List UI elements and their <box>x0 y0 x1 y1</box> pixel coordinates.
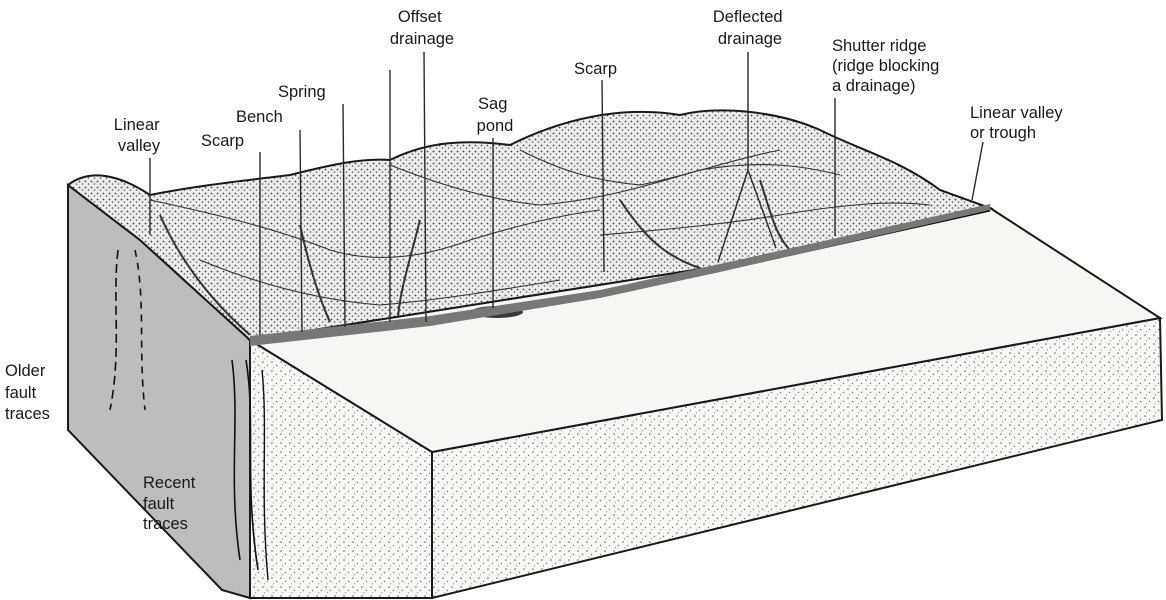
label-spring: Spring <box>278 83 326 101</box>
label-scarp-center: Scarp <box>574 60 617 78</box>
label-sag-pond: Sag pond <box>477 95 514 135</box>
label-linear-valley-right: Linear valley or trough <box>970 104 1067 142</box>
label-older-fault-traces: Older fault traces <box>5 362 50 423</box>
label-scarp-left: Scarp <box>201 132 244 150</box>
label-deflected-drainage: Deflected drainage <box>713 8 787 48</box>
label-linear-valley-left: Linear valley <box>114 116 164 155</box>
label-bench: Bench <box>236 108 283 126</box>
leader-linear-valley-right <box>972 142 983 200</box>
label-offset-drainage: Offset drainage <box>390 8 454 48</box>
label-shutter-ridge: Shutter ridge (ridge blocking a drainage… <box>832 37 944 95</box>
